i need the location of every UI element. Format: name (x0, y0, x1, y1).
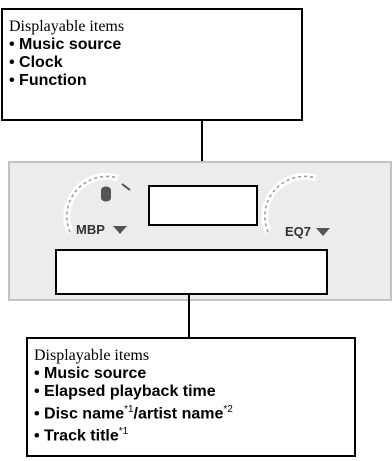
bottom-callout-box: Displayable items • Music source • Elaps… (26, 337, 356, 457)
small-display-window (148, 185, 258, 226)
bottom-item-disc-artist-name: • Disc name*1/artist name*2 (34, 404, 233, 423)
mbp-label: MBP (76, 222, 105, 237)
top-callout-title: Displayable items (9, 18, 125, 35)
eq7-label: EQ7 (285, 224, 312, 239)
footnote-marker: *1 (124, 404, 134, 415)
mbp-knob (63, 172, 131, 234)
eq7-knob (261, 172, 317, 234)
mbp-chevron-down-icon (113, 226, 127, 234)
top-leader-line (201, 121, 203, 185)
bottom-item-track-title: • Track title*1 (34, 426, 129, 445)
bottom-item-elapsed-time: • Elapsed playback time (34, 383, 216, 400)
bottom-leader-line (188, 295, 190, 337)
top-item-music-source: • Music source (9, 36, 122, 53)
footnote-marker: *1 (118, 426, 129, 438)
footnote-marker: *2 (223, 404, 233, 415)
eq7-chevron-down-icon (316, 228, 330, 236)
top-callout-box: Displayable items • Music source • Clock… (1, 8, 303, 121)
bottom-callout-title: Displayable items (34, 347, 150, 364)
top-item-clock: • Clock (9, 54, 63, 71)
main-display-window (55, 249, 328, 295)
top-item-function: • Function (9, 72, 87, 89)
bottom-item-music-source: • Music source (34, 365, 147, 382)
